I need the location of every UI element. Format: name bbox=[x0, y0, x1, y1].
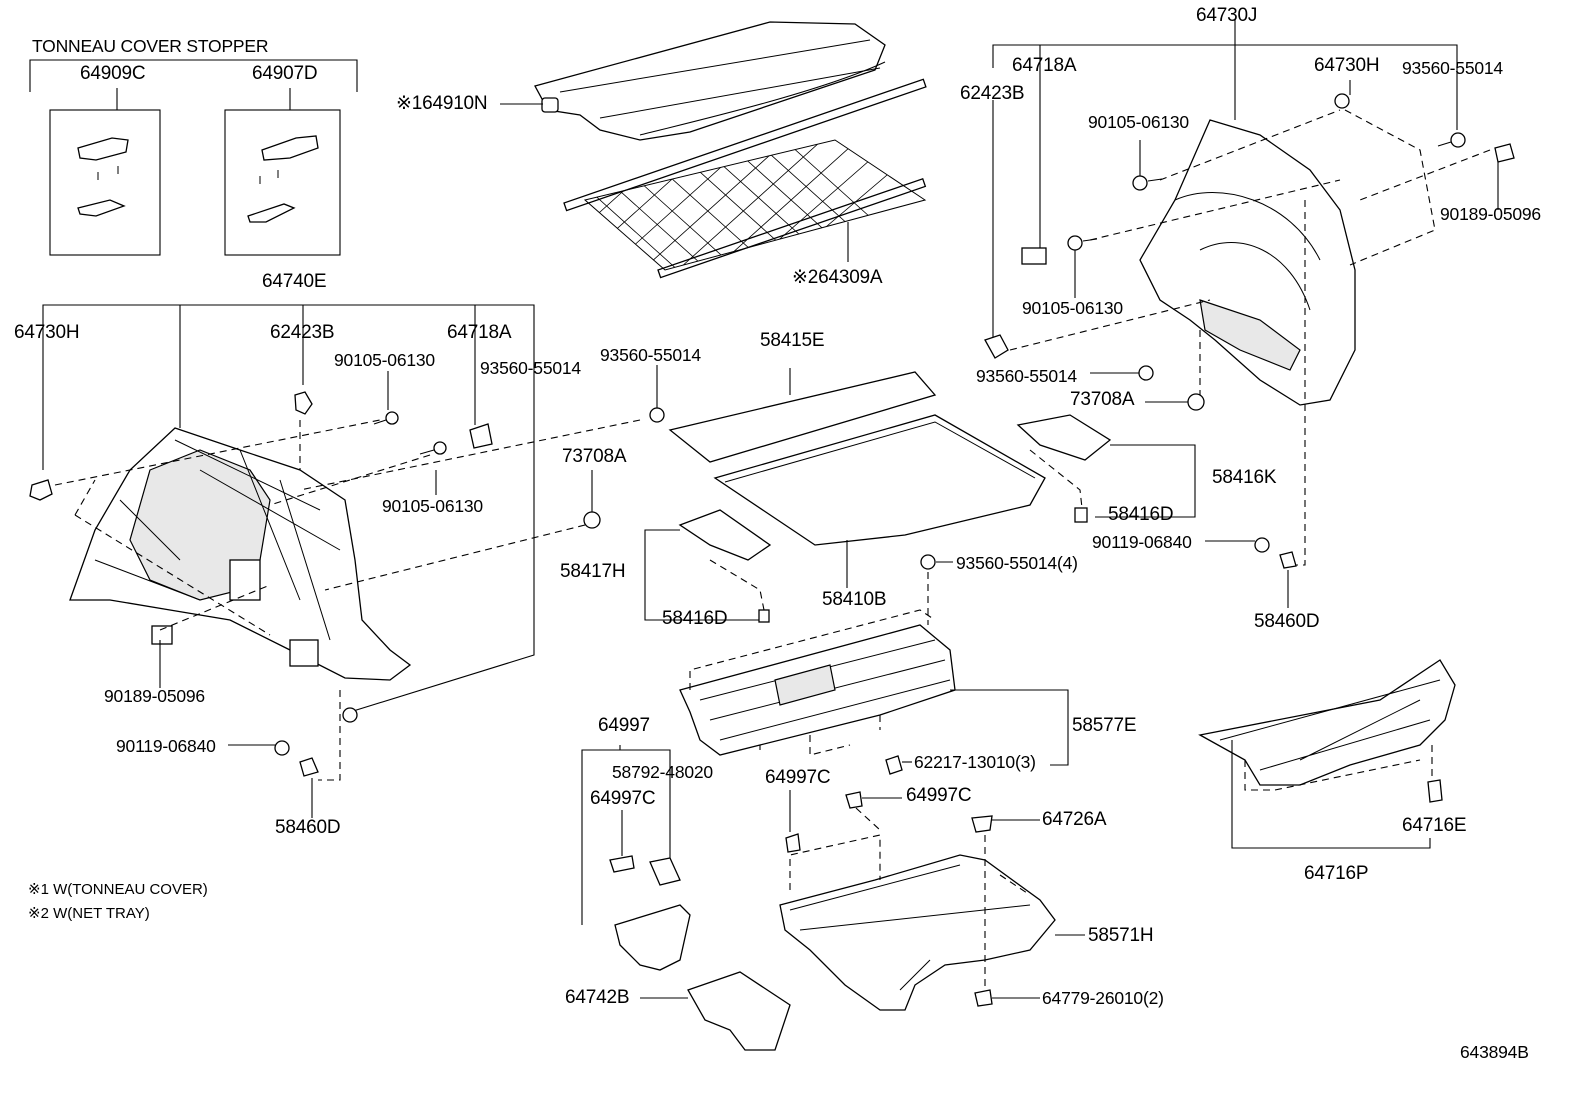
part-label-58416K[interactable]: 58416K bbox=[1212, 467, 1277, 488]
part-label-64730J[interactable]: 64730J bbox=[1196, 5, 1258, 26]
footnote-1: ※1 W(TONNEAU COVER) bbox=[28, 881, 208, 898]
part-label-64718A-left[interactable]: 64718A bbox=[447, 322, 512, 343]
part-label-64740E[interactable]: 64740E bbox=[262, 271, 327, 292]
part-label-62217-13010-3[interactable]: 62217-13010(3) bbox=[914, 752, 1036, 772]
part-label-73708A-mid[interactable]: 73708A bbox=[562, 446, 627, 467]
part-label-64997C-b[interactable]: 64997C bbox=[765, 767, 831, 788]
part-label-64730H-right[interactable]: 64730H bbox=[1314, 55, 1380, 76]
scuff-plate-64716P bbox=[1198, 659, 1456, 849]
part-label-62423B-left[interactable]: 62423B bbox=[270, 322, 335, 343]
part-label-64742B[interactable]: 64742B bbox=[565, 987, 630, 1008]
tonneau-stopper-group bbox=[29, 59, 358, 256]
part-label-62423B-right[interactable]: 62423B bbox=[960, 83, 1025, 104]
deck-board-group bbox=[583, 365, 1046, 623]
left-quarter-trim bbox=[29, 304, 641, 818]
part-label-64997C-a[interactable]: 64997C bbox=[590, 788, 656, 809]
part-label-58416D-mid[interactable]: 58416D bbox=[662, 608, 728, 629]
part-label-58410B[interactable]: 58410B bbox=[822, 589, 887, 610]
right-quarter-trim bbox=[984, 20, 1515, 608]
part-label-58415E[interactable]: 58415E bbox=[760, 330, 825, 351]
part-label-58571H[interactable]: 58571H bbox=[1088, 925, 1154, 946]
part-label-64309A[interactable]: ※264309A bbox=[792, 267, 883, 288]
part-label-58416D-right[interactable]: 58416D bbox=[1108, 504, 1174, 525]
part-label-64910N[interactable]: ※164910N bbox=[396, 93, 488, 114]
deck-side-58571H bbox=[779, 790, 1085, 1011]
net-tray-part bbox=[563, 78, 927, 279]
part-label-64907D[interactable]: 64907D bbox=[252, 63, 318, 84]
part-label-90105-06130-r1[interactable]: 90105-06130 bbox=[1088, 112, 1189, 132]
part-label-73708A-right[interactable]: 73708A bbox=[1070, 389, 1135, 410]
part-label-64909C[interactable]: 64909C bbox=[80, 63, 146, 84]
part-label-93560-55014-mid[interactable]: 93560-55014 bbox=[600, 345, 701, 365]
part-label-58460D-left[interactable]: 58460D bbox=[275, 817, 341, 838]
part-label-58460D-right[interactable]: 58460D bbox=[1254, 611, 1320, 632]
part-label-93560-55014-4[interactable]: 93560-55014(4) bbox=[956, 553, 1078, 573]
part-label-90105-06130-r2[interactable]: 90105-06130 bbox=[1022, 298, 1123, 318]
part-label-90105-06130-b[interactable]: 90105-06130 bbox=[382, 496, 483, 516]
part-label-64716P[interactable]: 64716P bbox=[1304, 863, 1369, 884]
tonneau-stopper-title: TONNEAU COVER STOPPER bbox=[32, 36, 269, 56]
part-label-64716E[interactable]: 64716E bbox=[1402, 815, 1467, 836]
part-label-64997[interactable]: 64997 bbox=[598, 715, 650, 736]
part-label-93560-55014-r1[interactable]: 93560-55014 bbox=[1402, 58, 1503, 78]
part-label-64997C-c[interactable]: 64997C bbox=[906, 785, 972, 806]
part-label-90105-06130-a[interactable]: 90105-06130 bbox=[334, 350, 435, 370]
part-label-58792-48020[interactable]: 58792-48020 bbox=[612, 762, 713, 782]
part-label-90189-05096-right[interactable]: 90189-05096 bbox=[1440, 204, 1541, 224]
part-label-64779-26010-2[interactable]: 64779-26010(2) bbox=[1042, 988, 1164, 1008]
bracket-64997-group bbox=[581, 745, 791, 1051]
part-label-93560-55014-r2[interactable]: 93560-55014 bbox=[976, 366, 1077, 386]
part-label-58577E[interactable]: 58577E bbox=[1072, 715, 1137, 736]
part-label-90119-06840-left[interactable]: 90119-06840 bbox=[116, 736, 216, 756]
footnote-2: ※2 W(NET TRAY) bbox=[28, 905, 150, 922]
right-board-group bbox=[1016, 414, 1196, 523]
drawing-id: 643894B bbox=[1460, 1042, 1529, 1062]
part-label-90189-05096-left[interactable]: 90189-05096 bbox=[104, 686, 205, 706]
tonneau-cover-part bbox=[500, 21, 886, 141]
part-label-64726A[interactable]: 64726A bbox=[1042, 809, 1107, 830]
part-label-58417H[interactable]: 58417H bbox=[560, 561, 626, 582]
part-label-93560-55014-a[interactable]: 93560-55014 bbox=[480, 358, 581, 378]
part-label-90119-06840-right[interactable]: 90119-06840 bbox=[1092, 532, 1192, 552]
rear-deck-trim bbox=[679, 554, 1069, 775]
part-label-64730H-left[interactable]: 64730H bbox=[14, 322, 80, 343]
part-label-64718A-right[interactable]: 64718A bbox=[1012, 55, 1077, 76]
